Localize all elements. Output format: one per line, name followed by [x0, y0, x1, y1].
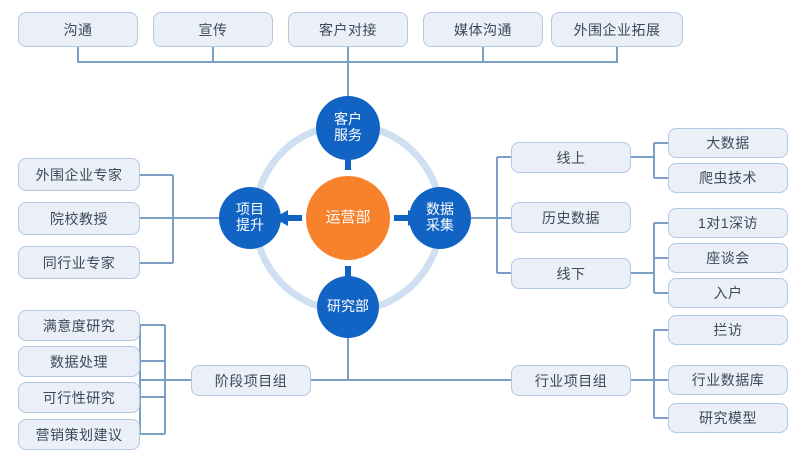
bottom-left-marketing-plan-label: 营销策划建议: [35, 426, 123, 443]
bottom-stage-project-group[interactable]: 阶段项目组: [191, 365, 311, 396]
bottom-right-intercept-label: 拦访: [713, 322, 743, 338]
bottom-right-research-model[interactable]: 研究模型: [668, 403, 788, 433]
right-far-focus-group-label: 座谈会: [706, 250, 750, 266]
top-box-3[interactable]: 客户对接: [288, 12, 408, 47]
right-mid-history-label: 历史数据: [542, 209, 600, 226]
top-box-2-label: 宣传: [198, 21, 228, 38]
left-box-3[interactable]: 同行业专家: [18, 246, 140, 279]
bottom-left-data-process-label: 数据处理: [50, 353, 108, 370]
left-box-2[interactable]: 院校教授: [18, 202, 140, 235]
top-box-4[interactable]: 媒体沟通: [423, 12, 543, 47]
bottom-left-marketing-plan[interactable]: 营销策划建议: [18, 419, 140, 450]
hub-data-collection[interactable]: 数据采集: [409, 187, 471, 249]
hub-data-collection-label: 数据采集: [426, 201, 454, 233]
top-box-3-label: 客户对接: [319, 21, 377, 38]
hub-customer-service-label: 客户服务: [334, 111, 362, 143]
right-mid-history[interactable]: 历史数据: [511, 202, 631, 233]
bottom-right-industry-db-label: 行业数据库: [691, 372, 765, 388]
top-box-5[interactable]: 外围企业拓展: [551, 12, 683, 47]
top-box-4-label: 媒体沟通: [454, 21, 512, 38]
hub-research-dept[interactable]: 研究部: [317, 276, 379, 338]
left-box-1-label: 外围企业专家: [35, 166, 123, 183]
right-far-crawler[interactable]: 爬虫技术: [668, 163, 788, 193]
right-mid-offline-label: 线下: [556, 265, 586, 282]
bottom-left-feasibility[interactable]: 可行性研究: [18, 382, 140, 413]
right-far-home-visit[interactable]: 入户: [668, 278, 788, 308]
top-box-5-label: 外围企业拓展: [573, 21, 661, 38]
right-far-crawler-label: 爬虫技术: [699, 170, 757, 186]
right-far-bigdata[interactable]: 大数据: [668, 128, 788, 158]
top-box-1-label: 沟通: [63, 21, 93, 38]
center-operations-dept[interactable]: 运营部: [306, 176, 390, 260]
right-mid-online[interactable]: 线上: [511, 142, 631, 173]
hub-project-improve-label: 项目提升: [236, 201, 264, 233]
center-operations-dept-label: 运营部: [325, 208, 371, 226]
right-far-focus-group[interactable]: 座谈会: [668, 243, 788, 273]
bottom-right-industry-db[interactable]: 行业数据库: [668, 365, 788, 395]
left-box-2-label: 院校教授: [50, 210, 108, 227]
top-box-1[interactable]: 沟通: [18, 12, 138, 47]
bottom-left-feasibility-label: 可行性研究: [42, 389, 116, 406]
bottom-left-satisfaction-label: 满意度研究: [42, 317, 116, 334]
hub-project-improve[interactable]: 项目提升: [219, 187, 281, 249]
bottom-right-research-model-label: 研究模型: [699, 410, 757, 426]
right-far-depth-interview-label: 1对1深访: [697, 215, 759, 231]
bottom-industry-project-group-label: 行业项目组: [534, 372, 608, 389]
bottom-stage-project-group-label: 阶段项目组: [214, 372, 288, 389]
top-box-2[interactable]: 宣传: [153, 12, 273, 47]
hub-research-dept-label: 研究部: [327, 298, 369, 315]
right-far-depth-interview[interactable]: 1对1深访: [668, 208, 788, 238]
hub-customer-service[interactable]: 客户服务: [316, 96, 380, 160]
bottom-right-intercept[interactable]: 拦访: [668, 315, 788, 345]
right-far-home-visit-label: 入户: [713, 285, 743, 301]
left-box-3-label: 同行业专家: [42, 254, 116, 271]
left-box-1[interactable]: 外围企业专家: [18, 158, 140, 191]
right-mid-online-label: 线上: [556, 149, 586, 166]
bottom-left-satisfaction[interactable]: 满意度研究: [18, 310, 140, 341]
bottom-left-data-process[interactable]: 数据处理: [18, 346, 140, 377]
bottom-industry-project-group[interactable]: 行业项目组: [511, 365, 631, 396]
right-far-bigdata-label: 大数据: [706, 135, 750, 151]
right-mid-offline[interactable]: 线下: [511, 258, 631, 289]
